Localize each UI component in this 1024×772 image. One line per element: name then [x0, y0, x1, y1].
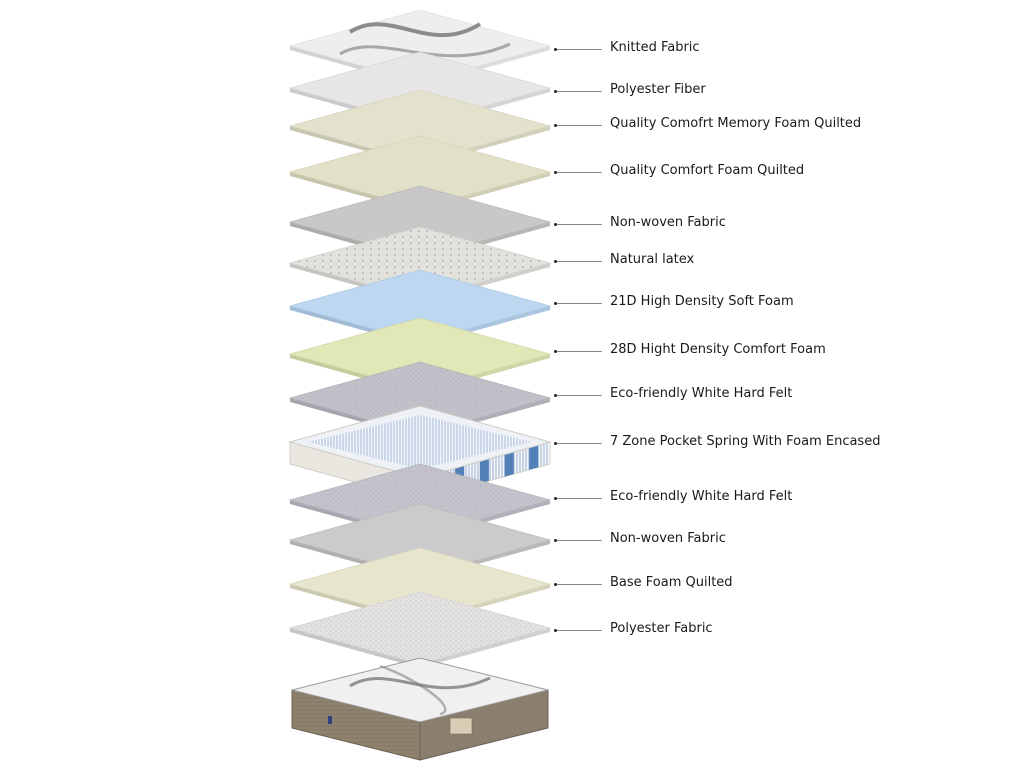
leader-line	[554, 48, 602, 51]
spring-zone-stripe	[479, 458, 489, 484]
spring-unit-coils	[308, 415, 532, 469]
spring-zone-stripe	[529, 445, 539, 470]
mattress-handle	[449, 717, 473, 735]
layer-label: 28D Hight Density Comfort Foam	[610, 342, 826, 357]
layer-label: Knitted Fabric	[610, 40, 700, 55]
felt-texture	[290, 362, 550, 434]
layer-label: Non-woven Fabric	[610, 215, 726, 230]
leader-line	[554, 350, 602, 353]
leader-line	[554, 497, 602, 500]
mattress-label-tag	[328, 716, 332, 724]
mattress-quilt-swirl	[379, 664, 447, 716]
layer-edge-left	[290, 628, 420, 668]
leader-line	[554, 442, 602, 445]
quilt-swirl	[339, 42, 511, 58]
leader-line	[554, 171, 602, 174]
leader-line	[554, 583, 602, 586]
layer-label: Quality Comfort Foam Quilted	[610, 163, 805, 178]
layer-label: 21D High Density Soft Foam	[610, 294, 794, 309]
leader-line	[554, 629, 602, 632]
leader-line	[554, 539, 602, 542]
layer-label: Non-woven Fabric	[610, 531, 726, 546]
layer-label: Eco-friendly White Hard Felt	[610, 489, 793, 504]
layer-label: Base Foam Quilted	[610, 575, 733, 590]
layer-label: Polyester Fabric	[610, 621, 713, 636]
layers-group	[288, 9, 552, 668]
layer-top-face	[288, 135, 552, 209]
layer-label: Natural latex	[610, 252, 695, 267]
felt-texture	[290, 592, 550, 664]
leader-line	[554, 260, 602, 263]
latex-perforation	[290, 227, 550, 299]
mattress-quilt-swirl	[349, 676, 491, 690]
leader-line	[554, 223, 602, 226]
layer-label: Eco-friendly White Hard Felt	[610, 386, 793, 401]
assembled-mattress	[291, 657, 549, 761]
layer-14	[288, 591, 552, 668]
felt-texture	[290, 464, 550, 536]
layer-9	[288, 361, 552, 438]
layer-label: Polyester Fiber	[610, 82, 706, 97]
layer-10	[288, 405, 552, 501]
spring-zone-stripe	[504, 452, 514, 477]
layer-edge-right	[420, 628, 550, 668]
mattress-top	[291, 657, 549, 723]
layer-label: 7 Zone Pocket Spring With Foam Encased	[610, 434, 881, 449]
leader-line	[554, 394, 602, 397]
leader-line	[554, 90, 602, 93]
leader-line	[554, 124, 602, 127]
layer-label: Quality Comofrt Memory Foam Quilted	[610, 116, 862, 131]
quilt-swirl	[348, 22, 482, 38]
leader-line	[554, 302, 602, 305]
